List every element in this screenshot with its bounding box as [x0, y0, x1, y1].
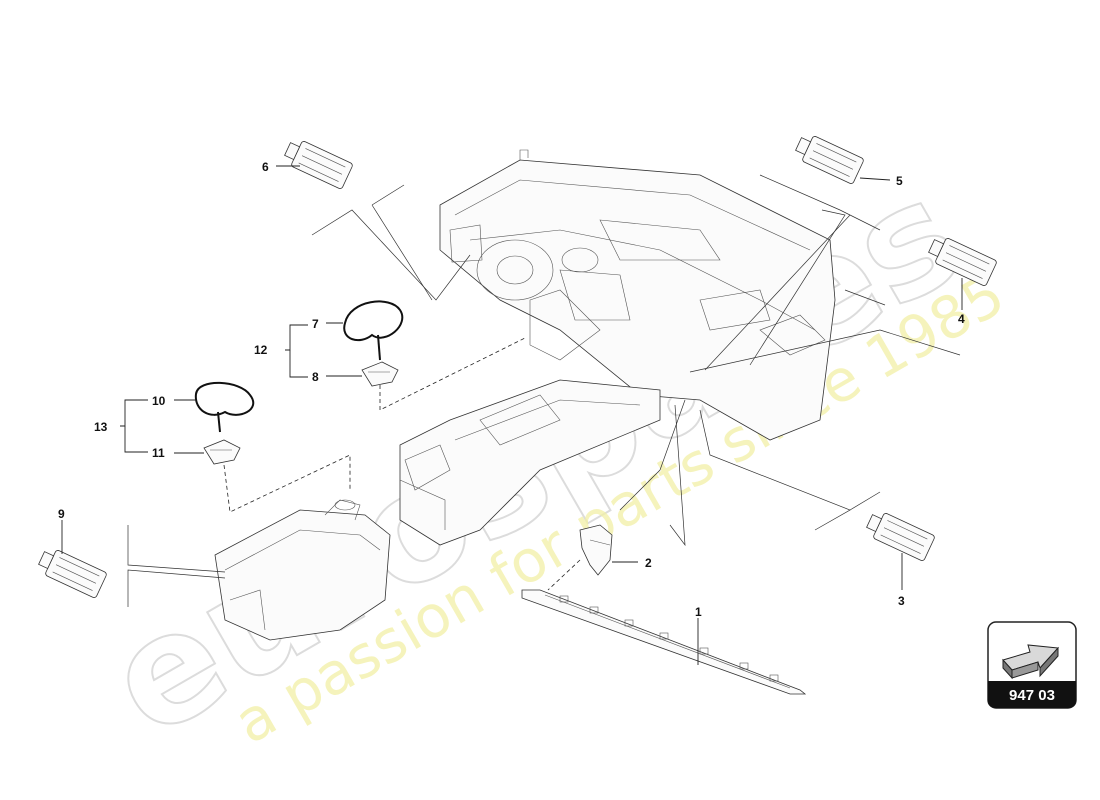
light-guide-part-7	[343, 300, 404, 361]
led-strip-part	[521, 589, 807, 695]
connector-part	[547, 524, 613, 591]
holder-part-8	[361, 361, 399, 387]
diagram-code: 947 03	[1009, 687, 1055, 704]
callout-6: 6	[262, 160, 269, 174]
callouts: 1 2 3 4 5 6 7 8 9 10 11 12 13	[58, 160, 965, 619]
assembly-lines	[223, 337, 526, 513]
lamp-part-3	[866, 513, 935, 561]
callout-4: 4	[958, 312, 965, 326]
lamp-part-9	[38, 550, 107, 598]
callout-9: 9	[58, 507, 65, 521]
callout-11: 11	[152, 446, 165, 460]
callout-7: 7	[312, 317, 319, 331]
lamp-part-5	[795, 136, 864, 184]
callout-10: 10	[152, 394, 166, 408]
arrow-icon	[1002, 644, 1060, 680]
callout-13: 13	[94, 420, 108, 434]
callout-8: 8	[312, 370, 319, 384]
callout-1: 1	[695, 605, 702, 619]
dashboard-assembly	[439, 149, 836, 441]
light-guide-part-10	[194, 381, 254, 433]
center-console	[399, 289, 661, 546]
callout-12: 12	[254, 343, 268, 357]
holder-part-11	[203, 439, 241, 465]
rear-console-tray	[214, 499, 391, 641]
leader-lines	[61, 165, 963, 665]
callout-3: 3	[898, 594, 905, 608]
diagram-badge: 947 03	[987, 621, 1077, 709]
lamp-part-4	[928, 238, 997, 286]
lamp-part-6	[284, 141, 353, 189]
callout-2: 2	[645, 556, 652, 570]
callout-5: 5	[896, 174, 903, 188]
